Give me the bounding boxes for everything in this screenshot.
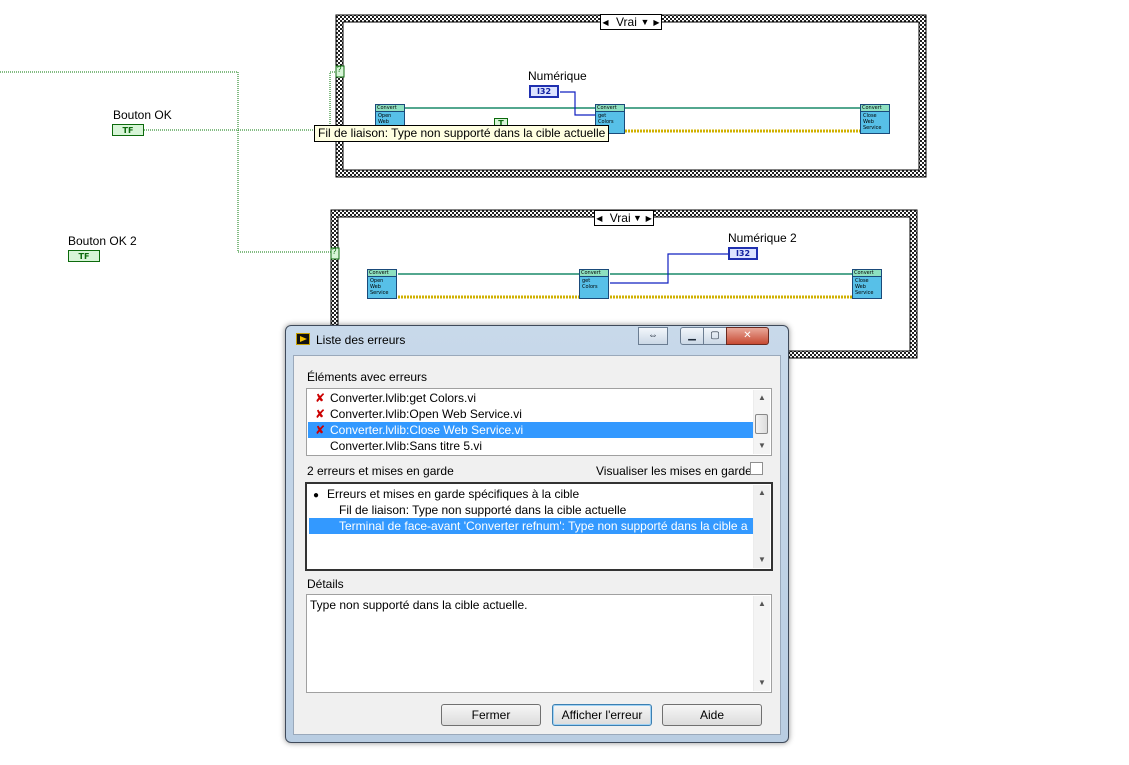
scroll-thumb[interactable] (755, 414, 768, 434)
scroll-up-icon[interactable]: ▲ (758, 393, 766, 402)
tree-scrollbar[interactable]: ▲ ▼ (753, 485, 770, 568)
tree-item-selected[interactable]: Terminal de face-avant 'Converter refnum… (309, 518, 755, 534)
list-item-selected[interactable]: ✘Converter.lvlib:Close Web Service.vi (308, 422, 753, 438)
case-2-selector-terminal (330, 247, 340, 260)
items-scrollbar[interactable]: ▲ ▼ (753, 390, 770, 454)
bullet-icon: ● (313, 490, 320, 501)
case-1-selector-value: Vrai (616, 15, 637, 29)
items-with-errors-label: Éléments avec erreurs (307, 370, 428, 384)
resize-arrows-icon[interactable]: ⇔ (638, 327, 668, 345)
afficher-erreur-button[interactable]: Afficher l'erreur (552, 704, 652, 726)
case-2-selector[interactable]: ◀ Vrai ▼ ▶ (594, 210, 654, 226)
close-window-button[interactable]: ✕ (726, 327, 769, 345)
scroll-up-icon[interactable]: ▲ (758, 488, 766, 497)
minimize-button[interactable]: ▁ (680, 327, 704, 345)
error-x-icon: ✘ (314, 423, 326, 437)
bouton-ok-label: Bouton OK (113, 108, 172, 122)
show-warnings-checkbox[interactable] (750, 462, 763, 475)
scroll-up-icon[interactable]: ▲ (758, 599, 766, 608)
error-x-icon: ✘ (314, 407, 326, 421)
tree-item[interactable]: Fil de liaison: Type non supporté dans l… (339, 503, 627, 517)
wire-tooltip: Fil de liaison: Type non supporté dans l… (314, 125, 610, 142)
case-1-dropdown-icon[interactable]: ▼ (640, 17, 650, 27)
case-1-next-arrow[interactable]: ▶ (653, 17, 660, 27)
scroll-down-icon[interactable]: ▼ (758, 555, 766, 564)
scroll-down-icon[interactable]: ▼ (758, 441, 766, 450)
case-2-selector-value: Vrai (609, 211, 631, 225)
details-box[interactable]: Type non supporté dans la cible actuelle… (306, 594, 772, 693)
maximize-button[interactable]: ▢ (703, 327, 727, 345)
bouton-ok-terminal[interactable]: TF (112, 124, 144, 136)
refnum-wires-case-1 (405, 91, 860, 133)
details-text: Type non supporté dans la cible actuelle… (310, 598, 528, 612)
case-1-terminal-mark: ? (337, 65, 342, 74)
dialog-titlebar[interactable]: Liste des erreurs ⇔ ▁ ▢ ✕ (286, 326, 788, 354)
list-item[interactable]: ✘Converter.lvlib:Open Web Service.vi (314, 407, 522, 421)
case-1-selector-terminal (335, 65, 345, 78)
list-item[interactable]: ✘Converter.lvlib:get Colors.vi (314, 391, 477, 405)
case-2-dropdown-icon[interactable]: ▼ (633, 213, 642, 223)
error-list-dialog: Liste des erreurs ⇔ ▁ ▢ ✕ Éléments avec … (285, 325, 789, 743)
dialog-client: Éléments avec erreurs ✘Converter.lvlib:g… (293, 355, 781, 735)
case-2-terminal-mark: ? (332, 247, 337, 256)
numerique-2-label: Numérique 2 (728, 231, 797, 245)
numerique-indicator[interactable]: I32 (529, 85, 559, 98)
error-x-icon: ✘ (314, 391, 326, 405)
tree-root[interactable]: ●Erreurs et mises en garde spécifiques à… (309, 486, 753, 502)
labview-icon (296, 333, 310, 345)
numerique-label: Numérique (528, 69, 587, 83)
details-label: Détails (307, 577, 344, 591)
case-2-next-arrow[interactable]: ▶ (645, 213, 652, 223)
numerique-2-indicator[interactable]: I32 (728, 247, 758, 260)
boolean-wires (0, 71, 340, 253)
list-item[interactable]: ✘Converter.lvlib:Sans titre 5.vi (330, 439, 483, 453)
dialog-title: Liste des erreurs (316, 333, 406, 347)
error-count-label: 2 erreurs et mises en garde (307, 464, 454, 478)
refnum-wires-case-2 (398, 253, 852, 299)
bouton-ok-2-label: Bouton OK 2 (68, 234, 137, 248)
items-list[interactable]: ✘Converter.lvlib:get Colors.vi ✘Converte… (306, 388, 772, 456)
show-warnings-label: Visualiser les mises en garde (596, 464, 752, 478)
fermer-button[interactable]: Fermer (441, 704, 541, 726)
scroll-down-icon[interactable]: ▼ (758, 678, 766, 687)
case-1-prev-arrow[interactable]: ◀ (602, 17, 609, 27)
case-2-prev-arrow[interactable]: ◀ (596, 213, 603, 223)
case-structure-1-frame (335, 14, 927, 178)
aide-button[interactable]: Aide (662, 704, 762, 726)
case-1-selector[interactable]: ◀ Vrai ▼ ▶ (600, 14, 662, 30)
errors-tree[interactable]: ●Erreurs et mises en garde spécifiques à… (305, 482, 773, 571)
bouton-ok-2-terminal[interactable]: TF (68, 250, 100, 262)
details-scrollbar[interactable]: ▲ ▼ (753, 596, 770, 691)
